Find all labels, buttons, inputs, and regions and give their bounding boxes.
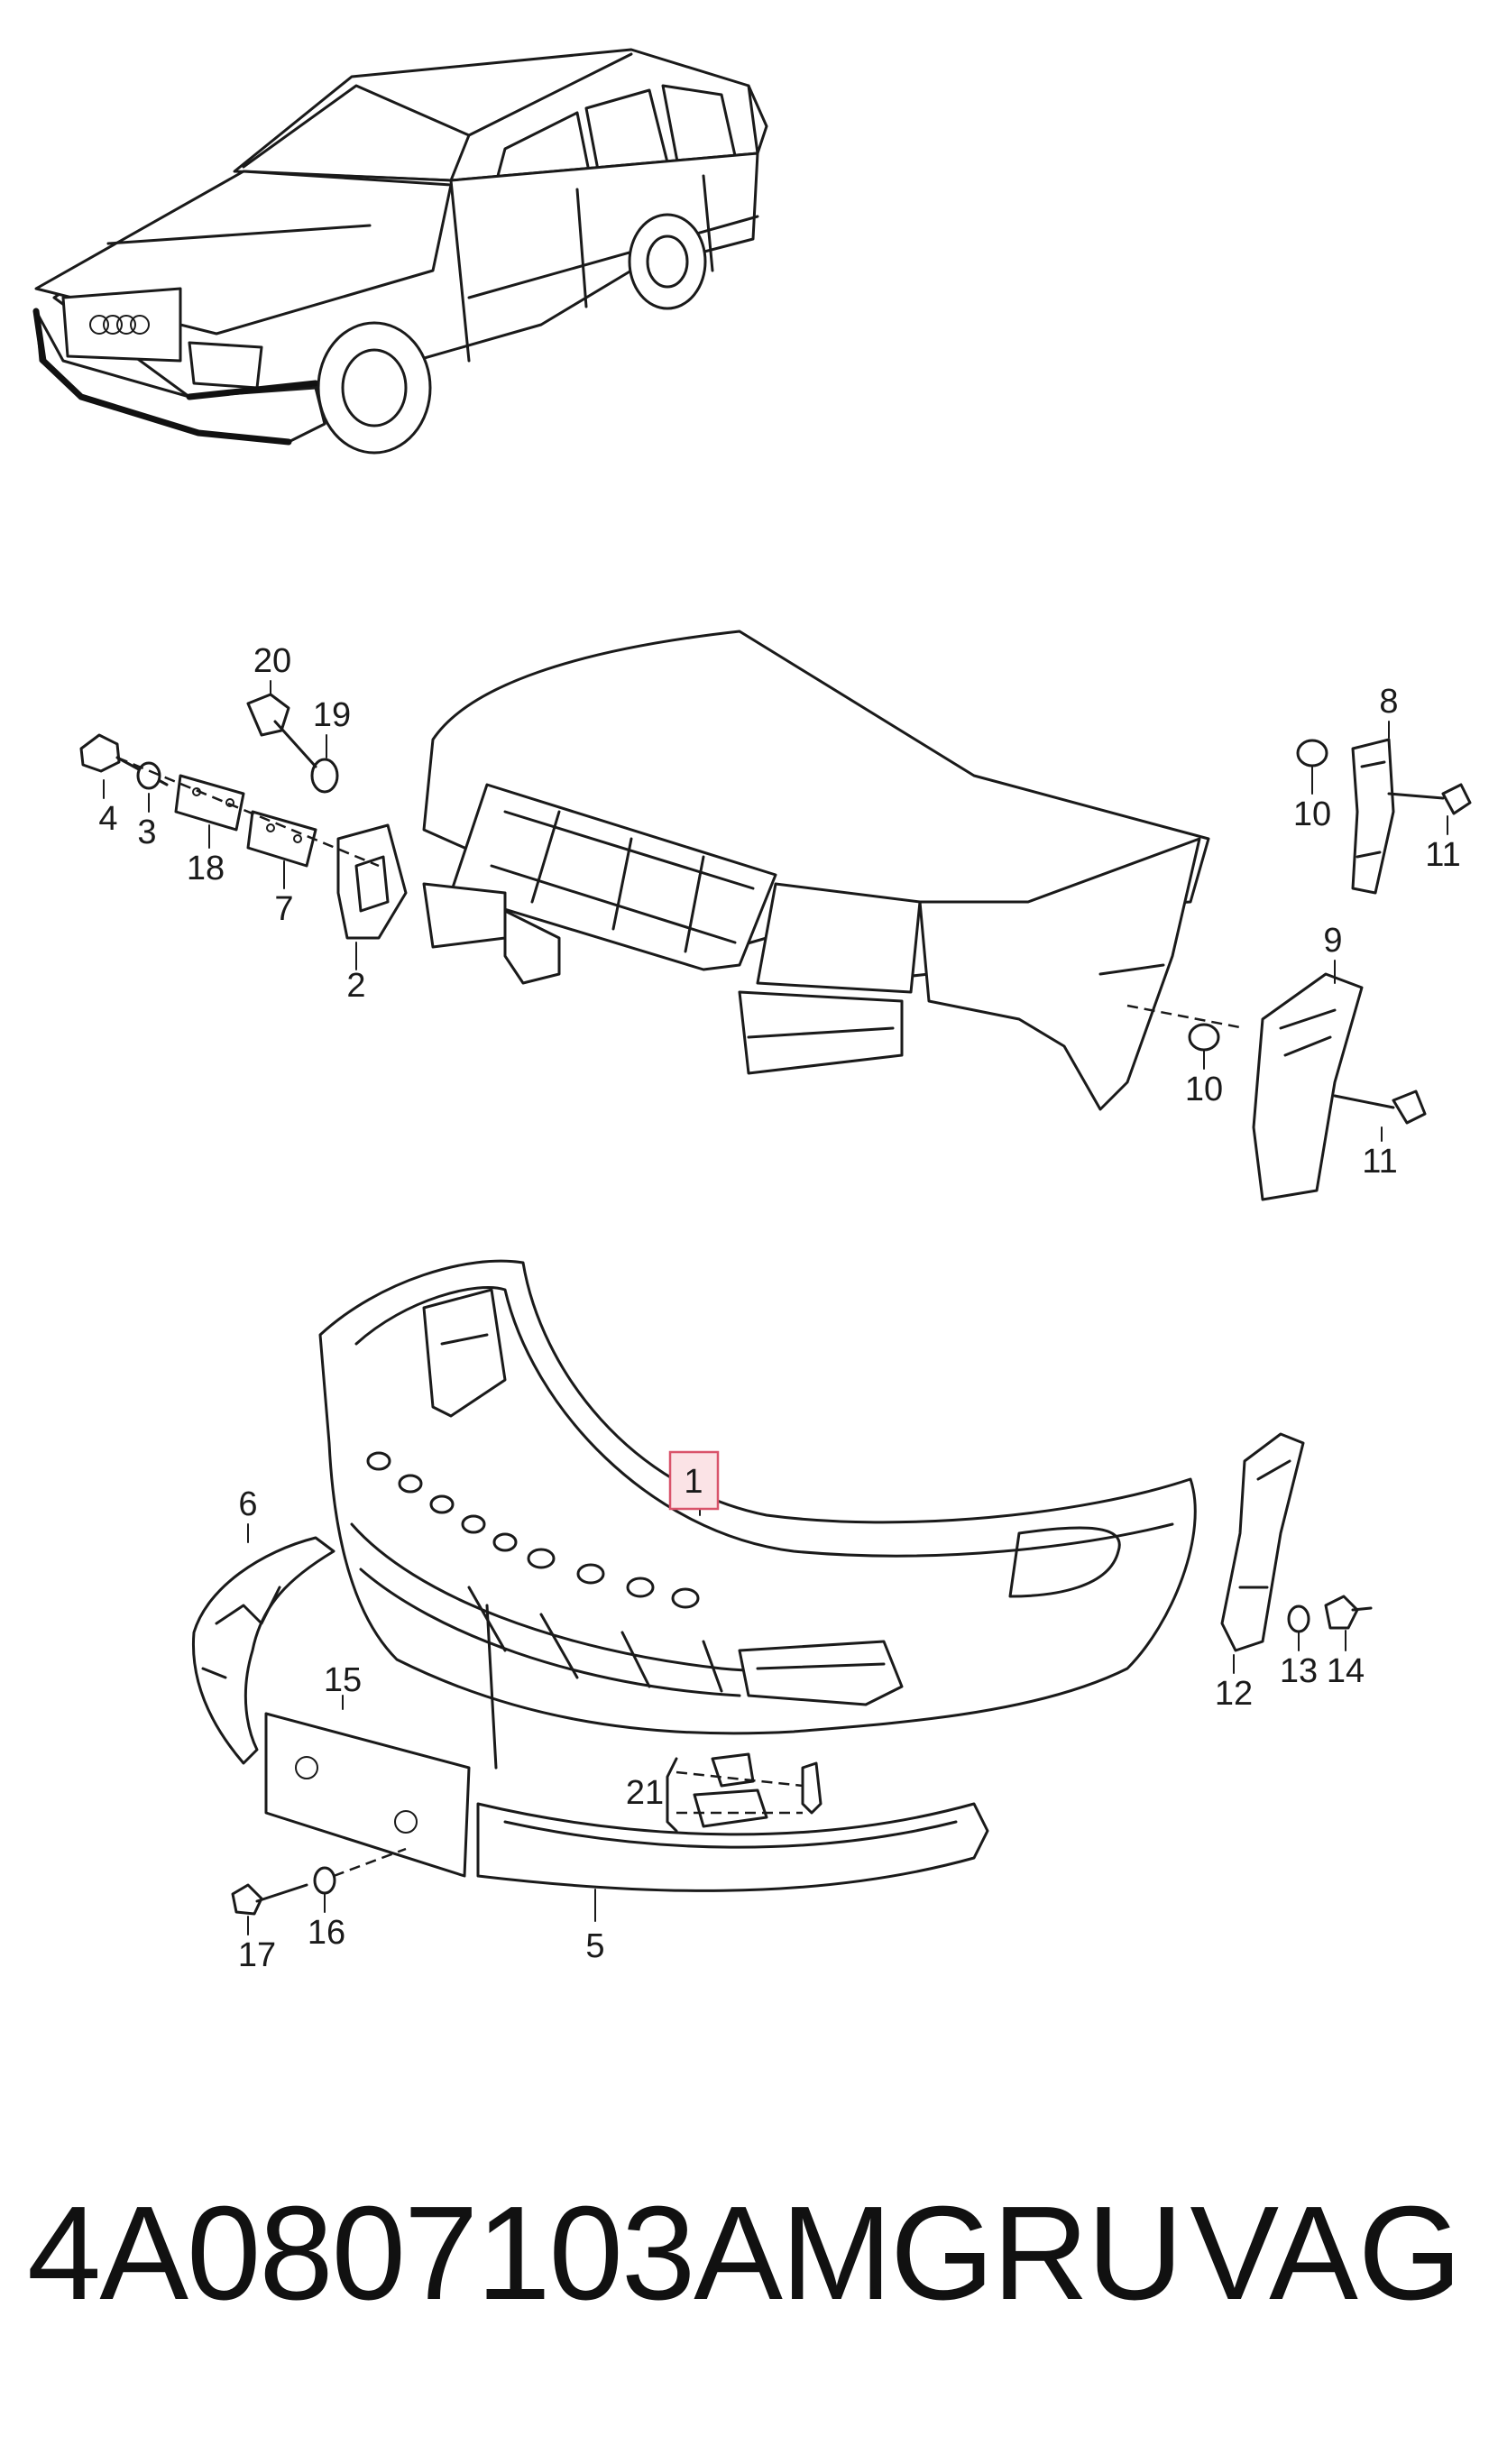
license-bracket-part-15: [264, 1712, 471, 1878]
label-part-17: 17: [238, 1936, 276, 1974]
locator-line: [485, 1604, 498, 1770]
assembly-line-left: [116, 756, 380, 868]
label-part-8: 8: [1379, 683, 1398, 721]
label-part-3: 3: [137, 814, 156, 851]
label-part-7: 7: [274, 890, 293, 928]
label-part-11-top: 11: [1425, 836, 1460, 874]
label-part-1: 1: [684, 1463, 703, 1501]
trim-part-6: [191, 1536, 335, 1765]
label-part-21: 21: [626, 1774, 664, 1812]
part-number-caption: 4A0807103AMGRU: [27, 2179, 1183, 2328]
label-part-18: 18: [187, 850, 225, 887]
fasteners-right: [1287, 1595, 1373, 1633]
label-part-10-bottom: 10: [1185, 1071, 1223, 1108]
spoiler-part-5: [476, 1802, 989, 1892]
label-part-10-top: 10: [1293, 795, 1331, 833]
label-part-12: 12: [1215, 1675, 1253, 1713]
label-part-2: 2: [346, 967, 365, 1005]
fasteners-left: [79, 693, 339, 868]
car-overview-illustration: [32, 48, 768, 455]
highlight-box-part-1: [668, 1450, 720, 1511]
trim-part-12: [1220, 1432, 1305, 1652]
label-part-6: 6: [238, 1485, 257, 1523]
label-part-9: 9: [1323, 922, 1342, 960]
label-part-5: 5: [585, 1927, 604, 1965]
bracket-part-2: [336, 823, 408, 940]
fasteners-bottom-left: [231, 1847, 407, 1916]
bracket-part-9: [1188, 972, 1427, 1201]
label-part-11-bottom: 11: [1362, 1143, 1397, 1181]
label-part-14: 14: [1327, 1652, 1365, 1690]
front-body-illustration: [422, 630, 1210, 1111]
label-part-13: 13: [1280, 1652, 1318, 1690]
assembly-line-right: [1126, 1004, 1245, 1030]
bumper-holes: [366, 1451, 700, 1609]
bracket-part-8: [1296, 738, 1472, 895]
brand-caption: VAG: [1190, 2179, 1462, 2328]
label-part-20: 20: [253, 642, 291, 680]
label-part-16: 16: [308, 1914, 345, 1952]
label-part-15: 15: [324, 1661, 362, 1699]
bumper-illustration: [318, 1259, 1197, 1833]
label-part-4: 4: [98, 800, 117, 838]
audi-rings-logo: [89, 315, 150, 335]
label-part-19: 19: [313, 696, 351, 734]
